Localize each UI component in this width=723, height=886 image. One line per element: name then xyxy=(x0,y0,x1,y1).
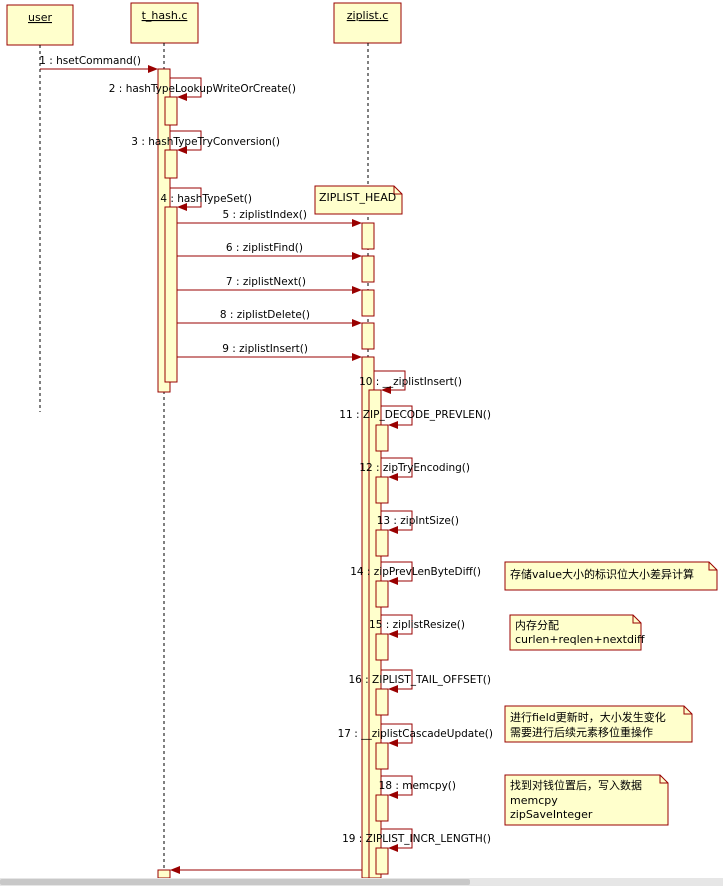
svg-text:zipSaveInteger: zipSaveInteger xyxy=(510,808,593,821)
svg-text:7 : ziplistNext(): 7 : ziplistNext() xyxy=(226,276,306,288)
activation-t-hash-2 xyxy=(164,96,178,126)
svg-text:9 : ziplistInsert(): 9 : ziplistInsert() xyxy=(222,343,308,355)
svg-text:5 : ziplistIndex(): 5 : ziplistIndex() xyxy=(222,209,307,221)
note-cascade: 进行field更新时，大小发生变化 需要进行后续元素移位重操作 xyxy=(504,705,693,743)
svg-text:需要进行后续元素移位重操作: 需要进行后续元素移位重操作 xyxy=(510,725,653,739)
message-19: 19 : ZIPLIST_INCR_LENGTH() xyxy=(342,828,491,852)
activation-ziplist-14 xyxy=(375,580,389,608)
message-15: 15 : ziplistResize() xyxy=(369,614,465,638)
svg-text:curlen+reqlen+nextdiff: curlen+reqlen+nextdiff xyxy=(515,633,645,646)
svg-text:存储value大小的标识位大小差异计算: 存储value大小的标识位大小差异计算 xyxy=(510,567,694,581)
message-7: 7 : ziplistNext() xyxy=(177,276,362,294)
scrollbar-thumb[interactable] xyxy=(0,879,470,885)
participant-label-user: user xyxy=(28,11,52,24)
message-17: 17 : __ziplistCascadeUpdate() xyxy=(338,723,493,747)
participant-ziplist: ziplist.c xyxy=(333,2,402,44)
activation-ziplist-18 xyxy=(375,794,389,822)
svg-text:12 : zipTryEncoding(): 12 : zipTryEncoding() xyxy=(359,462,470,474)
svg-text:ZIPLIST_HEAD: ZIPLIST_HEAD xyxy=(319,191,396,204)
svg-text:内存分配: 内存分配 xyxy=(515,618,559,632)
note-memcpy: 找到对钱位置后，写入数据 memcpy zipSaveInteger xyxy=(504,774,669,826)
message-18: 18 : memcpy() xyxy=(379,775,456,799)
participant-label-ziplist: ziplist.c xyxy=(347,9,389,22)
activation-ziplist-19 xyxy=(375,847,389,875)
svg-text:进行field更新时，大小发生变化: 进行field更新时，大小发生变化 xyxy=(510,710,666,724)
message-3: 3 : hashTypeTryConversion() xyxy=(131,130,280,154)
activation-ziplist-12 xyxy=(375,476,389,504)
message-8: 8 : ziplistDelete() xyxy=(177,309,362,327)
svg-text:16 : ZIPLIST_TAIL_OFFSET(): 16 : ZIPLIST_TAIL_OFFSET() xyxy=(348,674,491,686)
svg-text:8 : ziplistDelete(): 8 : ziplistDelete() xyxy=(220,309,310,321)
participant-user: user xyxy=(6,4,74,46)
svg-text:找到对钱位置后，写入数据: 找到对钱位置后，写入数据 xyxy=(510,778,642,792)
activation-ziplist-8 xyxy=(361,322,375,350)
svg-text:14 : zipPrevLenByteDiff(): 14 : zipPrevLenByteDiff() xyxy=(350,566,481,578)
svg-text:13 : zipIntSize(): 13 : zipIntSize() xyxy=(377,515,459,527)
message-6: 6 : ziplistFind() xyxy=(177,242,362,260)
message-5: 5 : ziplistIndex() xyxy=(177,209,362,227)
activation-ziplist-6 xyxy=(361,255,375,283)
activation-ziplist-5 xyxy=(361,222,375,250)
svg-text:3 : hashTypeTryConversion(): 3 : hashTypeTryConversion() xyxy=(131,136,280,148)
message-11: 11 : ZIP_DECODE_PREVLEN() xyxy=(339,405,491,429)
svg-text:10 : __ziplistInsert(): 10 : __ziplistInsert() xyxy=(359,376,462,388)
activation-t-hash-return xyxy=(157,869,171,878)
message-9: 9 : ziplistInsert() xyxy=(177,343,362,361)
message-16: 16 : ZIPLIST_TAIL_OFFSET() xyxy=(348,669,491,693)
svg-text:memcpy: memcpy xyxy=(510,794,558,807)
svg-text:19 : ZIPLIST_INCR_LENGTH(): 19 : ZIPLIST_INCR_LENGTH() xyxy=(342,833,491,845)
message-10: 10 : __ziplistInsert() xyxy=(359,370,462,394)
message-1: 1 : hsetCommand() xyxy=(39,55,158,73)
activation-ziplist-7 xyxy=(361,289,375,317)
note-prevlen-diff: 存储value大小的标识位大小差异计算 xyxy=(504,561,718,591)
activation-ziplist-16 xyxy=(375,688,389,716)
svg-text:1 : hsetCommand(): 1 : hsetCommand() xyxy=(39,55,141,67)
note-resize: 内存分配 curlen+reqlen+nextdiff xyxy=(509,614,645,651)
message-14: 14 : zipPrevLenByteDiff() xyxy=(350,561,481,585)
message-4: 4 : hashTypeSet() xyxy=(160,187,252,211)
activation-ziplist-11 xyxy=(375,424,389,452)
activation-ziplist-15 xyxy=(375,633,389,661)
message-13: 13 : zipIntSize() xyxy=(377,510,459,534)
activation-ziplist-13 xyxy=(375,529,389,557)
svg-text:6 : ziplistFind(): 6 : ziplistFind() xyxy=(226,242,303,254)
horizontal-scrollbar[interactable] xyxy=(0,878,723,886)
activation-t-hash-4 xyxy=(164,206,178,383)
activation-t-hash-3 xyxy=(164,149,178,179)
participant-t-hash: t_hash.c xyxy=(130,2,199,44)
svg-text:4 : hashTypeSet(): 4 : hashTypeSet() xyxy=(160,193,252,205)
message-2: 2 : hashTypeLookupWriteOrCreate() xyxy=(109,77,296,101)
participant-label-t-hash: t_hash.c xyxy=(142,9,188,22)
svg-text:2 : hashTypeLookupWriteOrCreat: 2 : hashTypeLookupWriteOrCreate() xyxy=(109,83,296,95)
svg-text:18 : memcpy(): 18 : memcpy() xyxy=(379,780,456,792)
note-ziplist-head: ZIPLIST_HEAD xyxy=(314,185,403,215)
activation-ziplist-17 xyxy=(375,742,389,770)
message-12: 12 : zipTryEncoding() xyxy=(359,457,470,481)
svg-text:15 : ziplistResize(): 15 : ziplistResize() xyxy=(369,619,465,631)
svg-text:17 : __ziplistCascadeUpdate(): 17 : __ziplistCascadeUpdate() xyxy=(338,728,493,740)
svg-text:11 : ZIP_DECODE_PREVLEN(): 11 : ZIP_DECODE_PREVLEN() xyxy=(339,409,491,421)
